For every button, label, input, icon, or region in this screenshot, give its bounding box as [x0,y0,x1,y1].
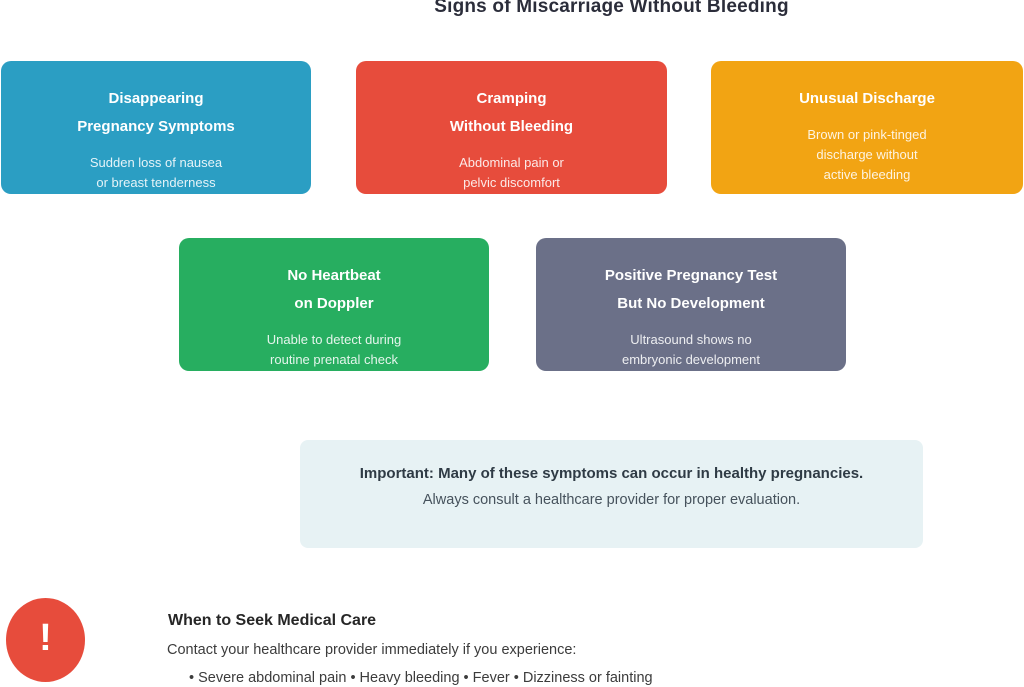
exclamation-glyph: ! [39,617,52,659]
important-note-regular-text: Always consult a healthcare provider for… [422,492,801,508]
card-subtitle: Brown or pink-tinged discharge without a… [807,127,927,182]
important-note-box: Important: Many of these symptoms can oc… [300,440,923,548]
card-no-heartbeat-on-doppler: No Heartbeat on Doppler Unable to detect… [179,238,489,371]
page-title: Signs of Miscarriage Without Bleeding [434,0,789,17]
card-cramping-without-bleeding: Cramping Without Bleeding Abdominal pain… [356,61,667,194]
card-unusual-discharge: Unusual Discharge Brown or pink-tinged d… [711,61,1023,194]
card-subtitle: Sudden loss of nausea or breast tenderne… [89,155,223,190]
important-note-bold-text: Important: Many of these symptoms can oc… [359,465,864,482]
seek-care-heading: When to Seek Medical Care [168,612,377,629]
seek-care-intro: Contact your healthcare provider immedia… [167,642,577,658]
exclamation-icon: ! [6,598,85,682]
seek-care-symptoms-list: • Severe abdominal pain • Heavy bleeding… [189,670,653,686]
card-title: Disappearing Pregnancy Symptoms [77,90,235,135]
card-title: Positive Pregnancy Test But No Developme… [604,267,778,312]
card-title: Cramping Without Bleeding [449,90,574,135]
card-positive-pregnancy-test-no-development: Positive Pregnancy Test But No Developme… [536,238,846,371]
card-title: No Heartbeat on Doppler [287,267,381,312]
card-title: Unusual Discharge [799,90,935,107]
card-subtitle: Abdominal pain or pelvic discomfort [459,155,564,190]
card-subtitle: Ultrasound shows no embryonic developmen… [621,332,761,367]
card-disappearing-pregnancy-symptoms: Disappearing Pregnancy Symptoms Sudden l… [1,61,311,194]
card-subtitle: Unable to detect during routine prenatal… [266,332,402,367]
